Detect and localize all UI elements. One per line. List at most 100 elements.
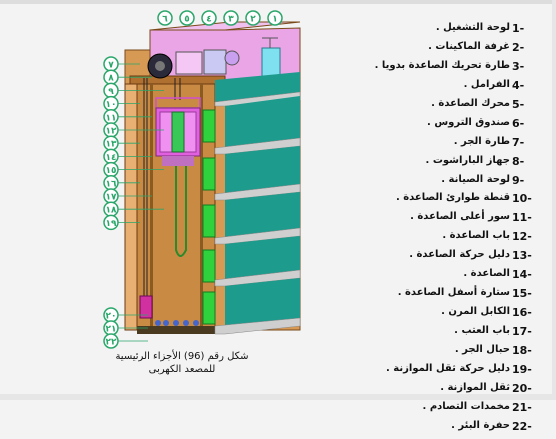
callout-top: ٦ xyxy=(157,10,173,26)
callout-left: ٧ xyxy=(103,56,119,72)
legend-item: 4-الفرامل . xyxy=(318,79,540,98)
callout-left: ١٢ xyxy=(103,122,119,138)
legend-item: 17-باب العتب . xyxy=(318,325,540,344)
callout-left-label: ١٧ xyxy=(106,193,117,203)
shaft-wall-left xyxy=(124,83,138,331)
callout-top-label: ١ xyxy=(272,15,278,25)
legend-label: حفرة البئر . xyxy=(451,419,510,431)
callout-left: ١٥ xyxy=(103,161,119,178)
legend-number: 8- xyxy=(512,154,525,168)
top-border xyxy=(0,0,556,4)
legend-item: 7-طارة الجر . xyxy=(318,136,540,155)
callout-left: ١٦ xyxy=(103,175,119,191)
legend-item: 14-الصاعدة . xyxy=(318,268,540,287)
callout-top: ١ xyxy=(267,10,283,26)
landing-door-2 xyxy=(202,157,216,191)
bottom-border xyxy=(0,394,556,400)
legend-item: 2-غرفة الماكينات . xyxy=(318,41,540,60)
landing-door-5 xyxy=(202,291,216,325)
legend-label: غرفة الماكينات . xyxy=(428,40,510,52)
legend: 1-لوحة التشغيل .2-غرفة الماكينات .3-طارة… xyxy=(318,22,540,439)
callout-bottom-label: ٢١ xyxy=(106,325,117,335)
legend-number: 13- xyxy=(512,249,532,263)
car-door xyxy=(171,111,185,153)
legend-label: مخمدات التصادم . xyxy=(422,400,510,412)
legend-label: ثقل الموازنة . xyxy=(440,381,510,393)
legend-item: 10-قنطة طوارئ الصاعدة . xyxy=(318,192,540,211)
callout-top-label: ٢ xyxy=(250,15,256,25)
legend-label: لوحة الصيانة . xyxy=(441,173,510,185)
legend-item: 3-طارة تحريك الصاعدة بدويا . xyxy=(318,60,540,79)
callout-top-label: ٥ xyxy=(184,15,190,25)
legend-number: 18- xyxy=(512,343,532,357)
callout-top: ٢ xyxy=(245,10,261,26)
callout-left: ١٠ xyxy=(103,95,119,112)
brake-unit xyxy=(175,51,203,75)
callout-left-label: ١٤ xyxy=(106,153,117,163)
legend-label: سور أعلى الصاعدة . xyxy=(410,211,510,223)
callout-left-label: ١٣ xyxy=(106,140,117,150)
legend-item: 9-لوحة الصيانة . xyxy=(318,174,540,193)
landing-door-1 xyxy=(202,109,216,143)
legend-item: 16-الكابل المرن . xyxy=(318,306,540,325)
legend-label: قنطة طوارئ الصاعدة . xyxy=(395,192,510,204)
callout-left-label: ١٩ xyxy=(106,219,117,229)
legend-item: 20-ثقل الموازنة . xyxy=(318,382,540,401)
callout-top-label: ٦ xyxy=(162,15,168,25)
legend-number: 5- xyxy=(512,97,525,111)
legend-label: لوحة التشغيل . xyxy=(435,22,510,33)
legend-label: ستارة أسفل الصاعدة . xyxy=(397,287,510,299)
pit-floor xyxy=(137,326,215,334)
legend-item: 1-لوحة التشغيل . xyxy=(318,22,540,41)
legend-label: الصاعدة . xyxy=(463,268,510,280)
car-guide-rail xyxy=(150,84,153,330)
caption-line-2: للمصعد الكهربى xyxy=(148,364,216,375)
legend-item: 21-مخمدات التصادم . xyxy=(318,401,540,420)
callout-top: ٣ xyxy=(223,10,239,26)
callout-left-label: ١٥ xyxy=(106,166,117,176)
legend-label: محرك الصاعدة . xyxy=(431,97,510,109)
counterweight-guide-rail xyxy=(200,84,203,330)
legend-number: 4- xyxy=(512,78,525,92)
legend-label: دليل حركة الصاعدة . xyxy=(409,249,510,261)
callout-left-label: ١٠ xyxy=(106,100,117,110)
legend-number: 17- xyxy=(512,325,532,338)
legend-number: 10- xyxy=(512,192,532,206)
callout-bottom: ٢١ xyxy=(103,320,119,336)
legend-item: 5-محرك الصاعدة . xyxy=(318,98,540,117)
legend-label: جهاز الباراشوت . xyxy=(425,154,510,166)
callout-top-label: ٣ xyxy=(228,15,234,25)
legend-label: طارة تحريك الصاعدة بدويا . xyxy=(374,59,510,71)
callout-left-label: ٧ xyxy=(108,61,114,71)
legend-number: 1- xyxy=(512,22,525,35)
counterweight xyxy=(139,295,153,319)
legend-label: الكابل المرن . xyxy=(441,306,510,318)
caption-line-1: شكل رقم (96) الأجزاء الرئيسية xyxy=(115,351,249,362)
legend-number: 12- xyxy=(512,230,532,244)
floor-levels xyxy=(214,72,301,335)
callout-left: ١٩ xyxy=(103,214,119,231)
callout-left: ١٣ xyxy=(103,135,119,151)
right-border xyxy=(552,0,556,400)
legend-number: 3- xyxy=(512,59,525,73)
travelling-cable xyxy=(175,166,187,257)
legend-number: 15- xyxy=(512,287,532,301)
car-apron xyxy=(162,156,194,166)
callout-left: ٩ xyxy=(103,82,119,99)
legend-item: 12-باب الصاعدة . xyxy=(318,230,540,249)
legend-label: باب العتب . xyxy=(454,325,510,336)
callout-left: ٨ xyxy=(103,69,119,85)
legend-item: 15-ستارة أسفل الصاعدة . xyxy=(318,287,540,306)
control-panel xyxy=(261,47,281,77)
legend-number: 19- xyxy=(512,362,532,376)
legend-label: حبال الجر . xyxy=(454,343,510,355)
callout-left-label: ١١ xyxy=(106,113,117,123)
callout-bottom-label: ٢٢ xyxy=(106,338,117,348)
callout-bottom: ٢٢ xyxy=(103,333,119,349)
callout-left-label: ٨ xyxy=(108,74,114,84)
machine-room-roof xyxy=(149,21,301,31)
